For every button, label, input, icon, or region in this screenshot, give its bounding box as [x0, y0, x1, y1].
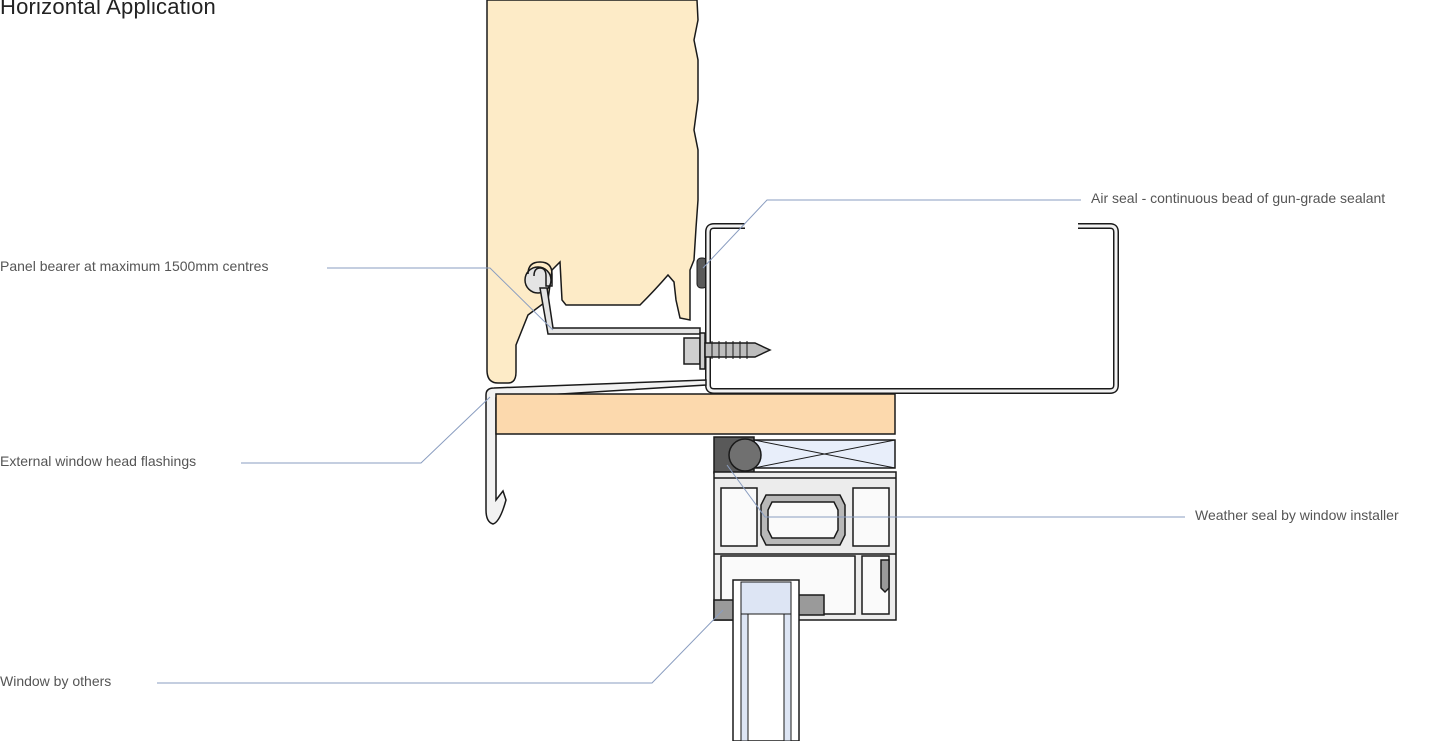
air-seal-label: Air seal - continuous bead of gun-grade …	[1091, 190, 1386, 206]
insulation-strip	[753, 439, 896, 469]
steel-channel-inner	[706, 224, 1118, 393]
weather-seal	[713, 436, 762, 474]
leader-weather-seal	[726, 464, 1185, 518]
weather-seal-label: Weather seal by window installer	[1195, 507, 1399, 523]
leader-air-seal	[702, 199, 1081, 269]
steel-channel	[705, 223, 1119, 394]
leader-panel-bearer	[327, 267, 554, 331]
glazing-unit	[732, 579, 800, 741]
panel-bearer-bracket	[524, 261, 701, 335]
self-drilling-screw	[683, 332, 772, 370]
leader-flashings	[241, 396, 491, 464]
cladding-panel	[486, 0, 699, 384]
panel-bearer-label: Panel bearer at maximum 1500mm centres	[0, 258, 269, 274]
diagram-title: Horizontal Application	[0, 0, 216, 19]
flashings-label: External window head flashings	[0, 453, 197, 469]
timber-packer	[495, 393, 896, 435]
leader-window	[157, 609, 724, 684]
window-label: Window by others	[0, 673, 112, 689]
